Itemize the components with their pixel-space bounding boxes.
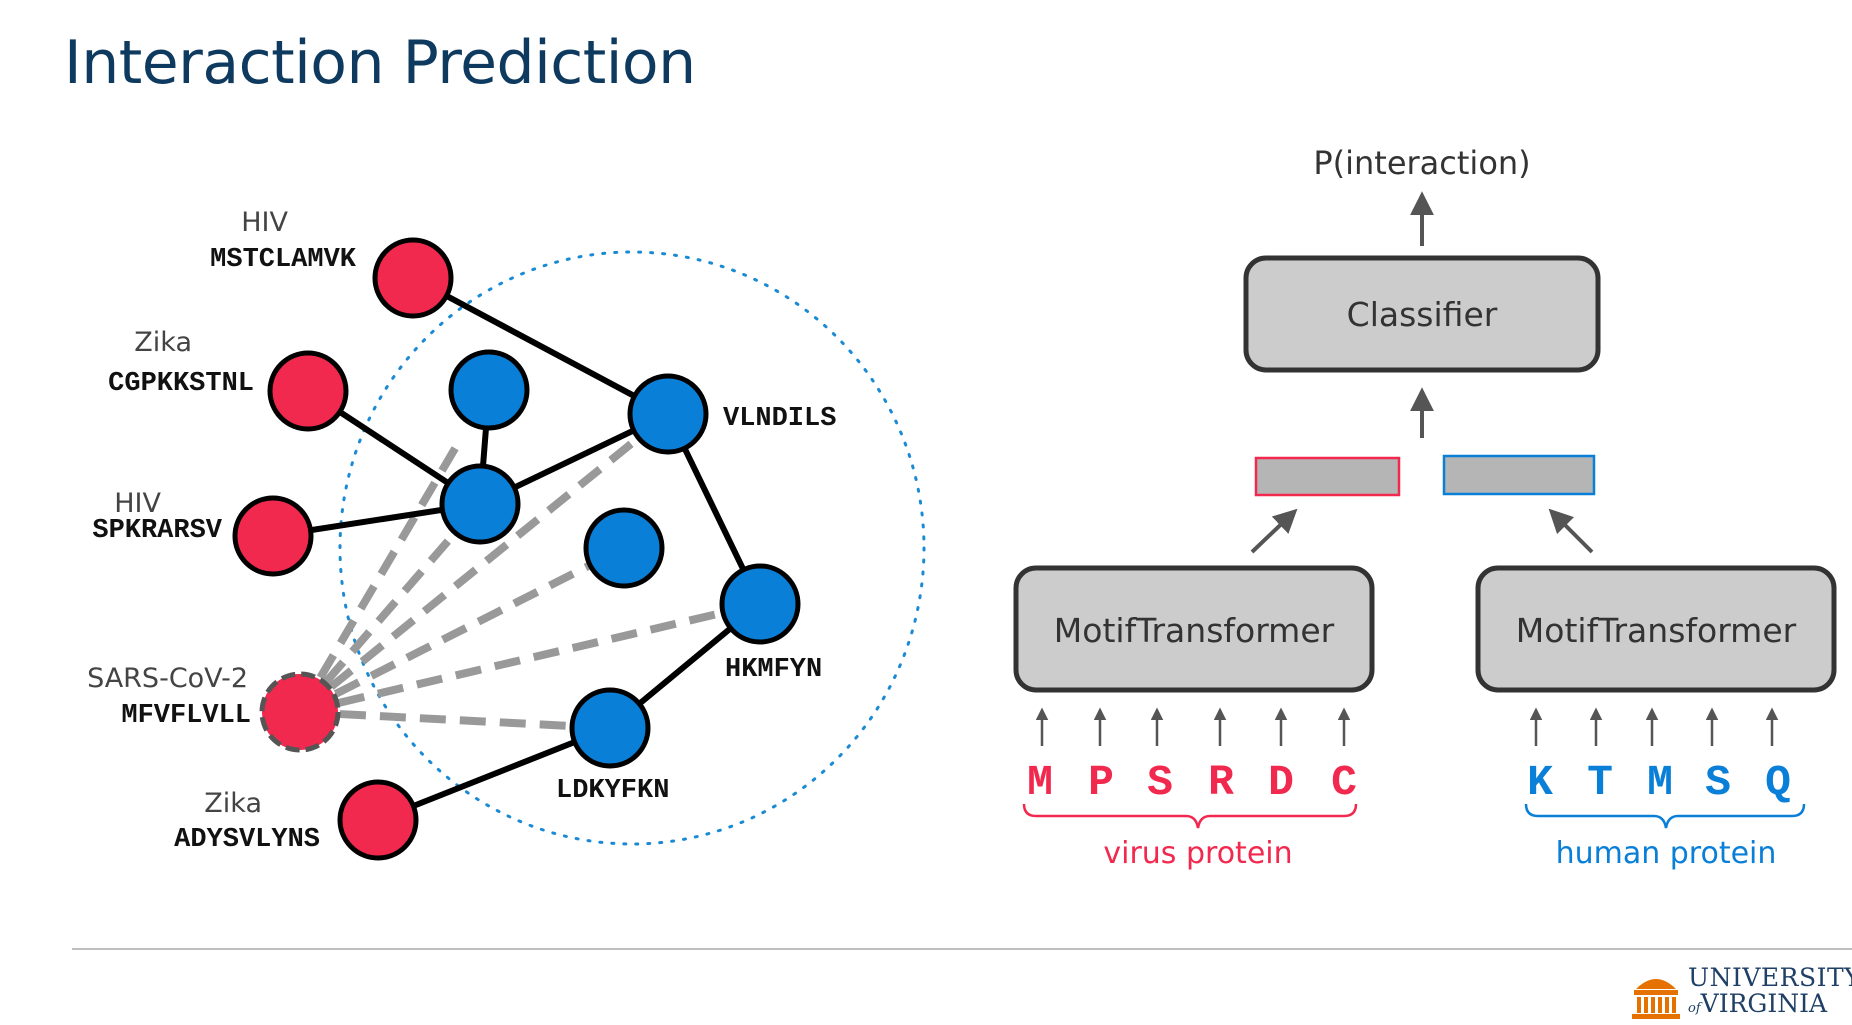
virus-nodes bbox=[232, 237, 454, 861]
human-token: T bbox=[1587, 758, 1613, 807]
virus-token: R bbox=[1208, 758, 1234, 807]
virus-sequence: CGPKKSTNL bbox=[108, 369, 254, 399]
virus-sequence: MFVFLVLL bbox=[121, 701, 251, 731]
output-label: P(interaction) bbox=[1313, 144, 1530, 182]
known-edge bbox=[376, 725, 612, 823]
virus-label: SARS-CoV-2 bbox=[87, 663, 248, 694]
predicted-edge bbox=[298, 544, 626, 716]
virus-token: M bbox=[1027, 758, 1053, 807]
human-node-hkmfyn bbox=[719, 563, 801, 645]
virus-label: HIV bbox=[241, 207, 288, 238]
university-logo: UNIVERSITY ofVIRGINIA bbox=[1632, 965, 1852, 1020]
slide-title: Interaction Prediction bbox=[64, 28, 696, 98]
virus-node-hiv-2 bbox=[232, 495, 314, 577]
virus-sequence: SPKRARSV bbox=[92, 516, 222, 546]
human-node bbox=[439, 463, 521, 545]
human-embedding bbox=[1442, 454, 1596, 496]
human-token: S bbox=[1705, 758, 1731, 807]
virus-sequence: ADYSVLYNS bbox=[174, 825, 320, 855]
virus-brace bbox=[1022, 803, 1358, 829]
human-token: M bbox=[1647, 758, 1673, 807]
human-encoder-box bbox=[1475, 565, 1837, 693]
human-protein-label: human protein bbox=[1556, 836, 1777, 871]
predicted-edge bbox=[299, 708, 611, 732]
virus-tokens: M P S R D C bbox=[1027, 758, 1357, 807]
logo-virginia: VIRGINIA bbox=[1700, 989, 1828, 1018]
known-edges bbox=[272, 275, 763, 823]
virus-token: D bbox=[1268, 758, 1294, 807]
human-node-vlndils bbox=[627, 373, 709, 455]
predicted-edge bbox=[296, 501, 484, 715]
human-brace bbox=[1524, 803, 1806, 829]
model-architecture: P(interaction) Classifier MotifTransform… bbox=[1013, 144, 1837, 871]
predicted-edge bbox=[296, 437, 464, 715]
virus-encoder-arrow bbox=[1250, 508, 1298, 554]
human-encoder-label: MotifTransformer bbox=[1516, 611, 1797, 650]
virus-token: P bbox=[1088, 758, 1114, 807]
human-nodes bbox=[439, 349, 801, 769]
rotunda-icon bbox=[1632, 979, 1680, 1019]
virus-node-zika-1 bbox=[267, 350, 349, 432]
virus-token: S bbox=[1147, 758, 1173, 807]
interaction-network: HIV MSTCLAMVK Zika CGPKKSTNL HIV SPKRARS… bbox=[87, 207, 926, 861]
human-node bbox=[448, 349, 530, 431]
virus-token-arrows bbox=[1035, 707, 1351, 746]
virus-protein-label: virus protein bbox=[1103, 836, 1292, 871]
human-token: Q bbox=[1765, 758, 1791, 807]
virus-sequence: MSTCLAMVK bbox=[210, 245, 357, 275]
human-tokens: K T M S Q bbox=[1527, 758, 1791, 807]
human-node bbox=[583, 507, 665, 589]
logo-of: of bbox=[1688, 1001, 1701, 1016]
human-encoder-arrow bbox=[1548, 508, 1594, 554]
virus-encoder-box bbox=[1013, 565, 1375, 693]
virus-label: Zika bbox=[134, 327, 192, 358]
virus-node-sars-cov-2 bbox=[259, 671, 341, 753]
logo-university: UNIVERSITY bbox=[1688, 963, 1852, 992]
virus-encoder-label: MotifTransformer bbox=[1054, 611, 1335, 650]
footer-divider bbox=[72, 948, 1852, 950]
virus-node-zika-2 bbox=[337, 779, 419, 861]
predicted-edges bbox=[296, 410, 761, 732]
human-interactome-boundary bbox=[338, 250, 926, 846]
human-protein-label: HKMFYN bbox=[725, 655, 822, 685]
virus-token: C bbox=[1331, 758, 1357, 807]
virus-label: HIV bbox=[114, 488, 161, 519]
virus-node-hiv-1 bbox=[372, 237, 454, 319]
human-token: K bbox=[1527, 758, 1553, 807]
human-protein-label: LDKYFKN bbox=[556, 776, 669, 806]
virus-label: Zika bbox=[204, 788, 262, 819]
human-protein-label: VLNDILS bbox=[723, 404, 836, 434]
known-edge bbox=[411, 275, 670, 417]
human-node-ldkyfkn bbox=[569, 687, 651, 769]
virus-embedding bbox=[1254, 456, 1401, 497]
classifier-label: Classifier bbox=[1347, 295, 1498, 334]
human-token-arrows bbox=[1529, 707, 1779, 746]
classifier-box bbox=[1243, 255, 1601, 373]
